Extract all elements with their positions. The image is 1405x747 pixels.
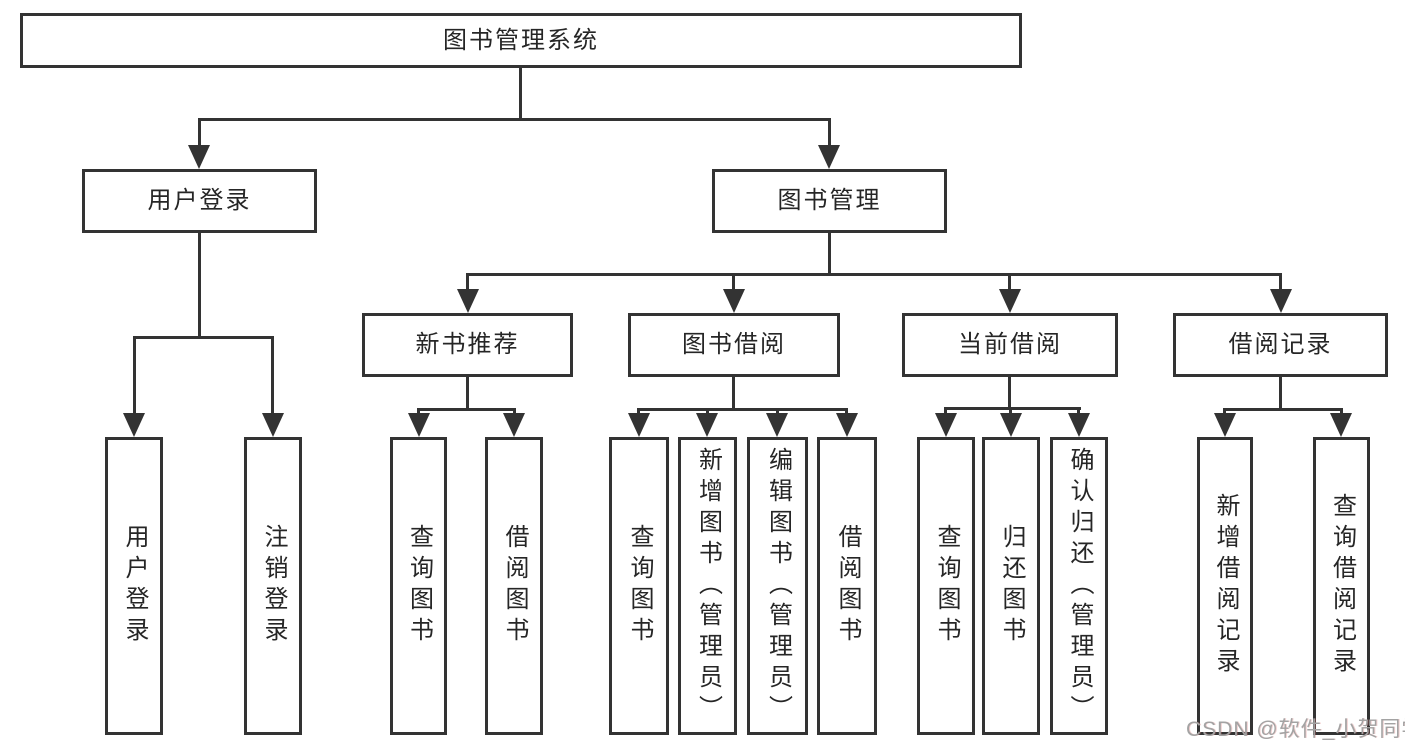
connector-line — [732, 377, 735, 411]
leaf-user-login: 用户登录 — [105, 437, 163, 735]
arrow-down-icon — [696, 413, 718, 437]
leaf-br-query-record: 查询借阅记录 — [1313, 437, 1370, 735]
node-user-login: 用户登录 — [82, 169, 317, 233]
node-root: 图书管理系统 — [20, 13, 1022, 68]
node-book-borrowing: 图书借阅 — [628, 313, 840, 377]
leaf-cb-return-books-label: 归还图书 — [998, 524, 1025, 648]
arrow-down-icon — [766, 413, 788, 437]
arrow-down-icon — [188, 145, 210, 169]
arrow-down-icon — [836, 413, 858, 437]
leaf-nbr-query-books-label: 查询图书 — [405, 524, 433, 648]
leaf-nbr-borrow-books-label: 借阅图书 — [501, 524, 528, 648]
leaf-cb-query-books-label: 查询图书 — [933, 524, 960, 648]
connector-line — [1279, 377, 1282, 411]
arrow-down-icon — [723, 289, 745, 313]
connector-line — [198, 118, 201, 150]
connector-line — [732, 273, 735, 295]
leaf-br-add-record-label: 新增借阅记录 — [1212, 493, 1239, 679]
leaf-nbr-borrow-books: 借阅图书 — [485, 437, 543, 735]
arrow-down-icon — [123, 413, 145, 437]
arrow-down-icon — [503, 413, 525, 437]
leaf-bb-query-books: 查询图书 — [609, 437, 669, 735]
leaf-nbr-query-books: 查询图书 — [390, 437, 447, 735]
leaf-cb-query-books: 查询图书 — [917, 437, 975, 735]
arrow-down-icon — [1214, 413, 1236, 437]
connector-line — [1008, 377, 1011, 410]
connector-line — [271, 336, 274, 416]
leaf-bb-edit-books-admin: 编辑图书（管理员） — [747, 437, 808, 735]
connector-line — [637, 408, 848, 411]
leaf-br-add-record: 新增借阅记录 — [1197, 437, 1253, 735]
leaf-user-login-label: 用户登录 — [121, 524, 148, 648]
node-book-borrowing-label: 图书借阅 — [682, 331, 786, 358]
arrow-down-icon — [262, 413, 284, 437]
node-book-management-label: 图书管理 — [777, 187, 882, 214]
leaf-logout-label: 注销登录 — [260, 524, 287, 648]
arrow-down-icon — [1000, 413, 1022, 437]
leaf-bb-add-books-admin-label: 新增图书（管理员） — [694, 446, 722, 726]
arrow-down-icon — [1068, 413, 1090, 437]
connector-line — [1279, 273, 1282, 295]
connector-line — [828, 233, 831, 276]
arrow-down-icon — [935, 413, 957, 437]
arrow-down-icon — [457, 289, 479, 313]
connector-line — [133, 336, 274, 339]
node-borrowing-records-label: 借阅记录 — [1228, 331, 1333, 358]
leaf-cb-return-books: 归还图书 — [982, 437, 1040, 735]
node-user-login-label: 用户登录 — [147, 187, 252, 214]
node-new-book-recommend-label: 新书推荐 — [415, 331, 520, 358]
node-current-borrowing: 当前借阅 — [902, 313, 1118, 377]
arrow-down-icon — [818, 145, 840, 169]
leaf-br-query-record-label: 查询借阅记录 — [1328, 493, 1356, 679]
node-new-book-recommend: 新书推荐 — [362, 313, 573, 377]
connector-line — [466, 273, 469, 295]
connector-line — [944, 407, 1081, 410]
node-root-label: 图书管理系统 — [443, 26, 599, 54]
connector-line — [198, 233, 201, 339]
arrow-down-icon — [628, 413, 650, 437]
leaf-bb-borrow-books: 借阅图书 — [817, 437, 877, 735]
leaf-bb-edit-books-admin-label: 编辑图书（管理员） — [764, 446, 792, 726]
arrow-down-icon — [408, 413, 430, 437]
node-current-borrowing-label: 当前借阅 — [958, 331, 1062, 358]
connector-line — [466, 377, 469, 411]
connector-line — [133, 336, 136, 416]
csdn-watermark: CSDN @软件_小贺同学 — [1186, 718, 1405, 741]
leaf-cb-confirm-return-admin: 确认归还（管理员） — [1050, 437, 1108, 735]
leaf-bb-borrow-books-label: 借阅图书 — [834, 524, 861, 648]
connector-line — [1223, 408, 1343, 411]
leaf-logout: 注销登录 — [244, 437, 302, 735]
connector-line — [466, 273, 1282, 276]
arrow-down-icon — [1330, 413, 1352, 437]
arrow-down-icon — [1270, 289, 1292, 313]
connector-line — [417, 408, 516, 411]
leaf-bb-add-books-admin: 新增图书（管理员） — [678, 437, 737, 735]
leaf-bb-query-books-label: 查询图书 — [626, 524, 653, 648]
node-book-management: 图书管理 — [712, 169, 947, 233]
connector-line — [198, 118, 831, 121]
connector-line — [519, 68, 522, 120]
connector-line — [1008, 273, 1011, 295]
connector-line — [828, 118, 831, 150]
node-borrowing-records: 借阅记录 — [1173, 313, 1388, 377]
arrow-down-icon — [999, 289, 1021, 313]
leaf-cb-confirm-return-admin-label: 确认归还（管理员） — [1066, 446, 1093, 726]
